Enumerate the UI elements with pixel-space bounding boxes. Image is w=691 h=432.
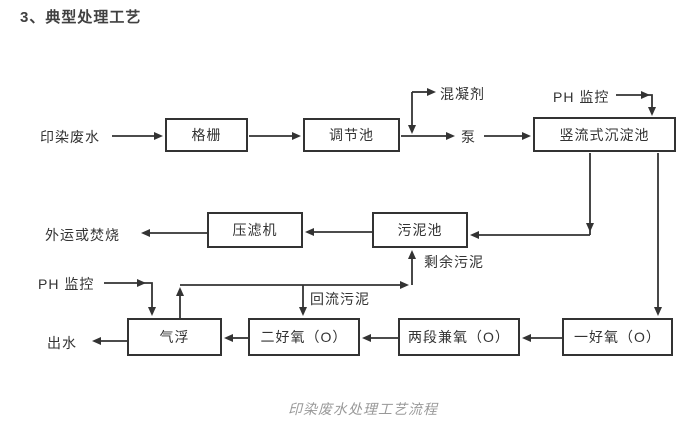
box-sludge-tank: 污泥池 xyxy=(372,212,468,248)
connector-influent-to-bar-screen xyxy=(112,132,163,140)
connector-regulating-tank-to-pump xyxy=(401,132,455,140)
box-air-flotation: 气浮 xyxy=(127,318,222,356)
connector-ph-monitor-bottom-branch xyxy=(104,279,156,316)
connector-excess-sludge-to-sludge-tank xyxy=(408,250,416,285)
connector-filter-press-to-disposal xyxy=(141,229,207,237)
connector-sedimentation-to-primary-aerobic xyxy=(654,153,662,316)
label-ph-monitor-top: PH 监控 xyxy=(553,89,610,105)
box-regulating-tank: 调节池 xyxy=(303,118,400,152)
label-ph-monitor-bottom: PH 监控 xyxy=(38,276,95,292)
connector-air-flotation-to-return-line xyxy=(176,287,184,318)
connector-return-sludge-line xyxy=(180,281,409,289)
label-return-sludge: 回流污泥 xyxy=(310,291,370,307)
connector-pump-to-sedimentation-tank xyxy=(484,132,531,140)
label-coagulant: 混凝剂 xyxy=(440,86,485,102)
label-pump: 泵 xyxy=(461,129,476,145)
diagram-caption: 印染废水处理工艺流程 xyxy=(288,401,438,417)
label-disposal: 外运或焚烧 xyxy=(45,227,120,243)
connector-bar-screen-to-regulating-tank xyxy=(249,132,301,140)
connector-coagulant-branch xyxy=(408,88,436,134)
label-effluent: 出水 xyxy=(47,335,77,351)
box-bar-screen: 格栅 xyxy=(165,118,248,152)
box-vertical-flow-sedimentation-tank: 竖流式沉淀池 xyxy=(533,117,676,152)
box-filter-press: 压滤机 xyxy=(207,212,303,248)
connector-sedimentation-to-sludge-tank xyxy=(470,153,594,239)
connector-two-stage-to-secondary xyxy=(362,334,398,342)
box-primary-aerobic: 一好氧（O） xyxy=(562,318,673,356)
connector-return-branch-to-secondary-aerobic xyxy=(299,285,307,316)
box-secondary-aerobic: 二好氧（O） xyxy=(248,318,360,356)
label-excess-sludge: 剩余污泥 xyxy=(424,254,484,270)
connector-air-flotation-to-effluent xyxy=(92,337,127,345)
connector-secondary-to-air-flotation xyxy=(224,334,248,342)
connector-primary-to-two-stage xyxy=(522,334,562,342)
box-two-stage-facultative: 两段兼氧（O） xyxy=(398,318,520,356)
page-title: 3、典型处理工艺 xyxy=(20,9,142,26)
connector-ph-monitor-top-branch xyxy=(616,91,656,116)
label-influent: 印染废水 xyxy=(40,129,100,145)
connector-sludge-tank-to-filter-press xyxy=(305,228,372,236)
